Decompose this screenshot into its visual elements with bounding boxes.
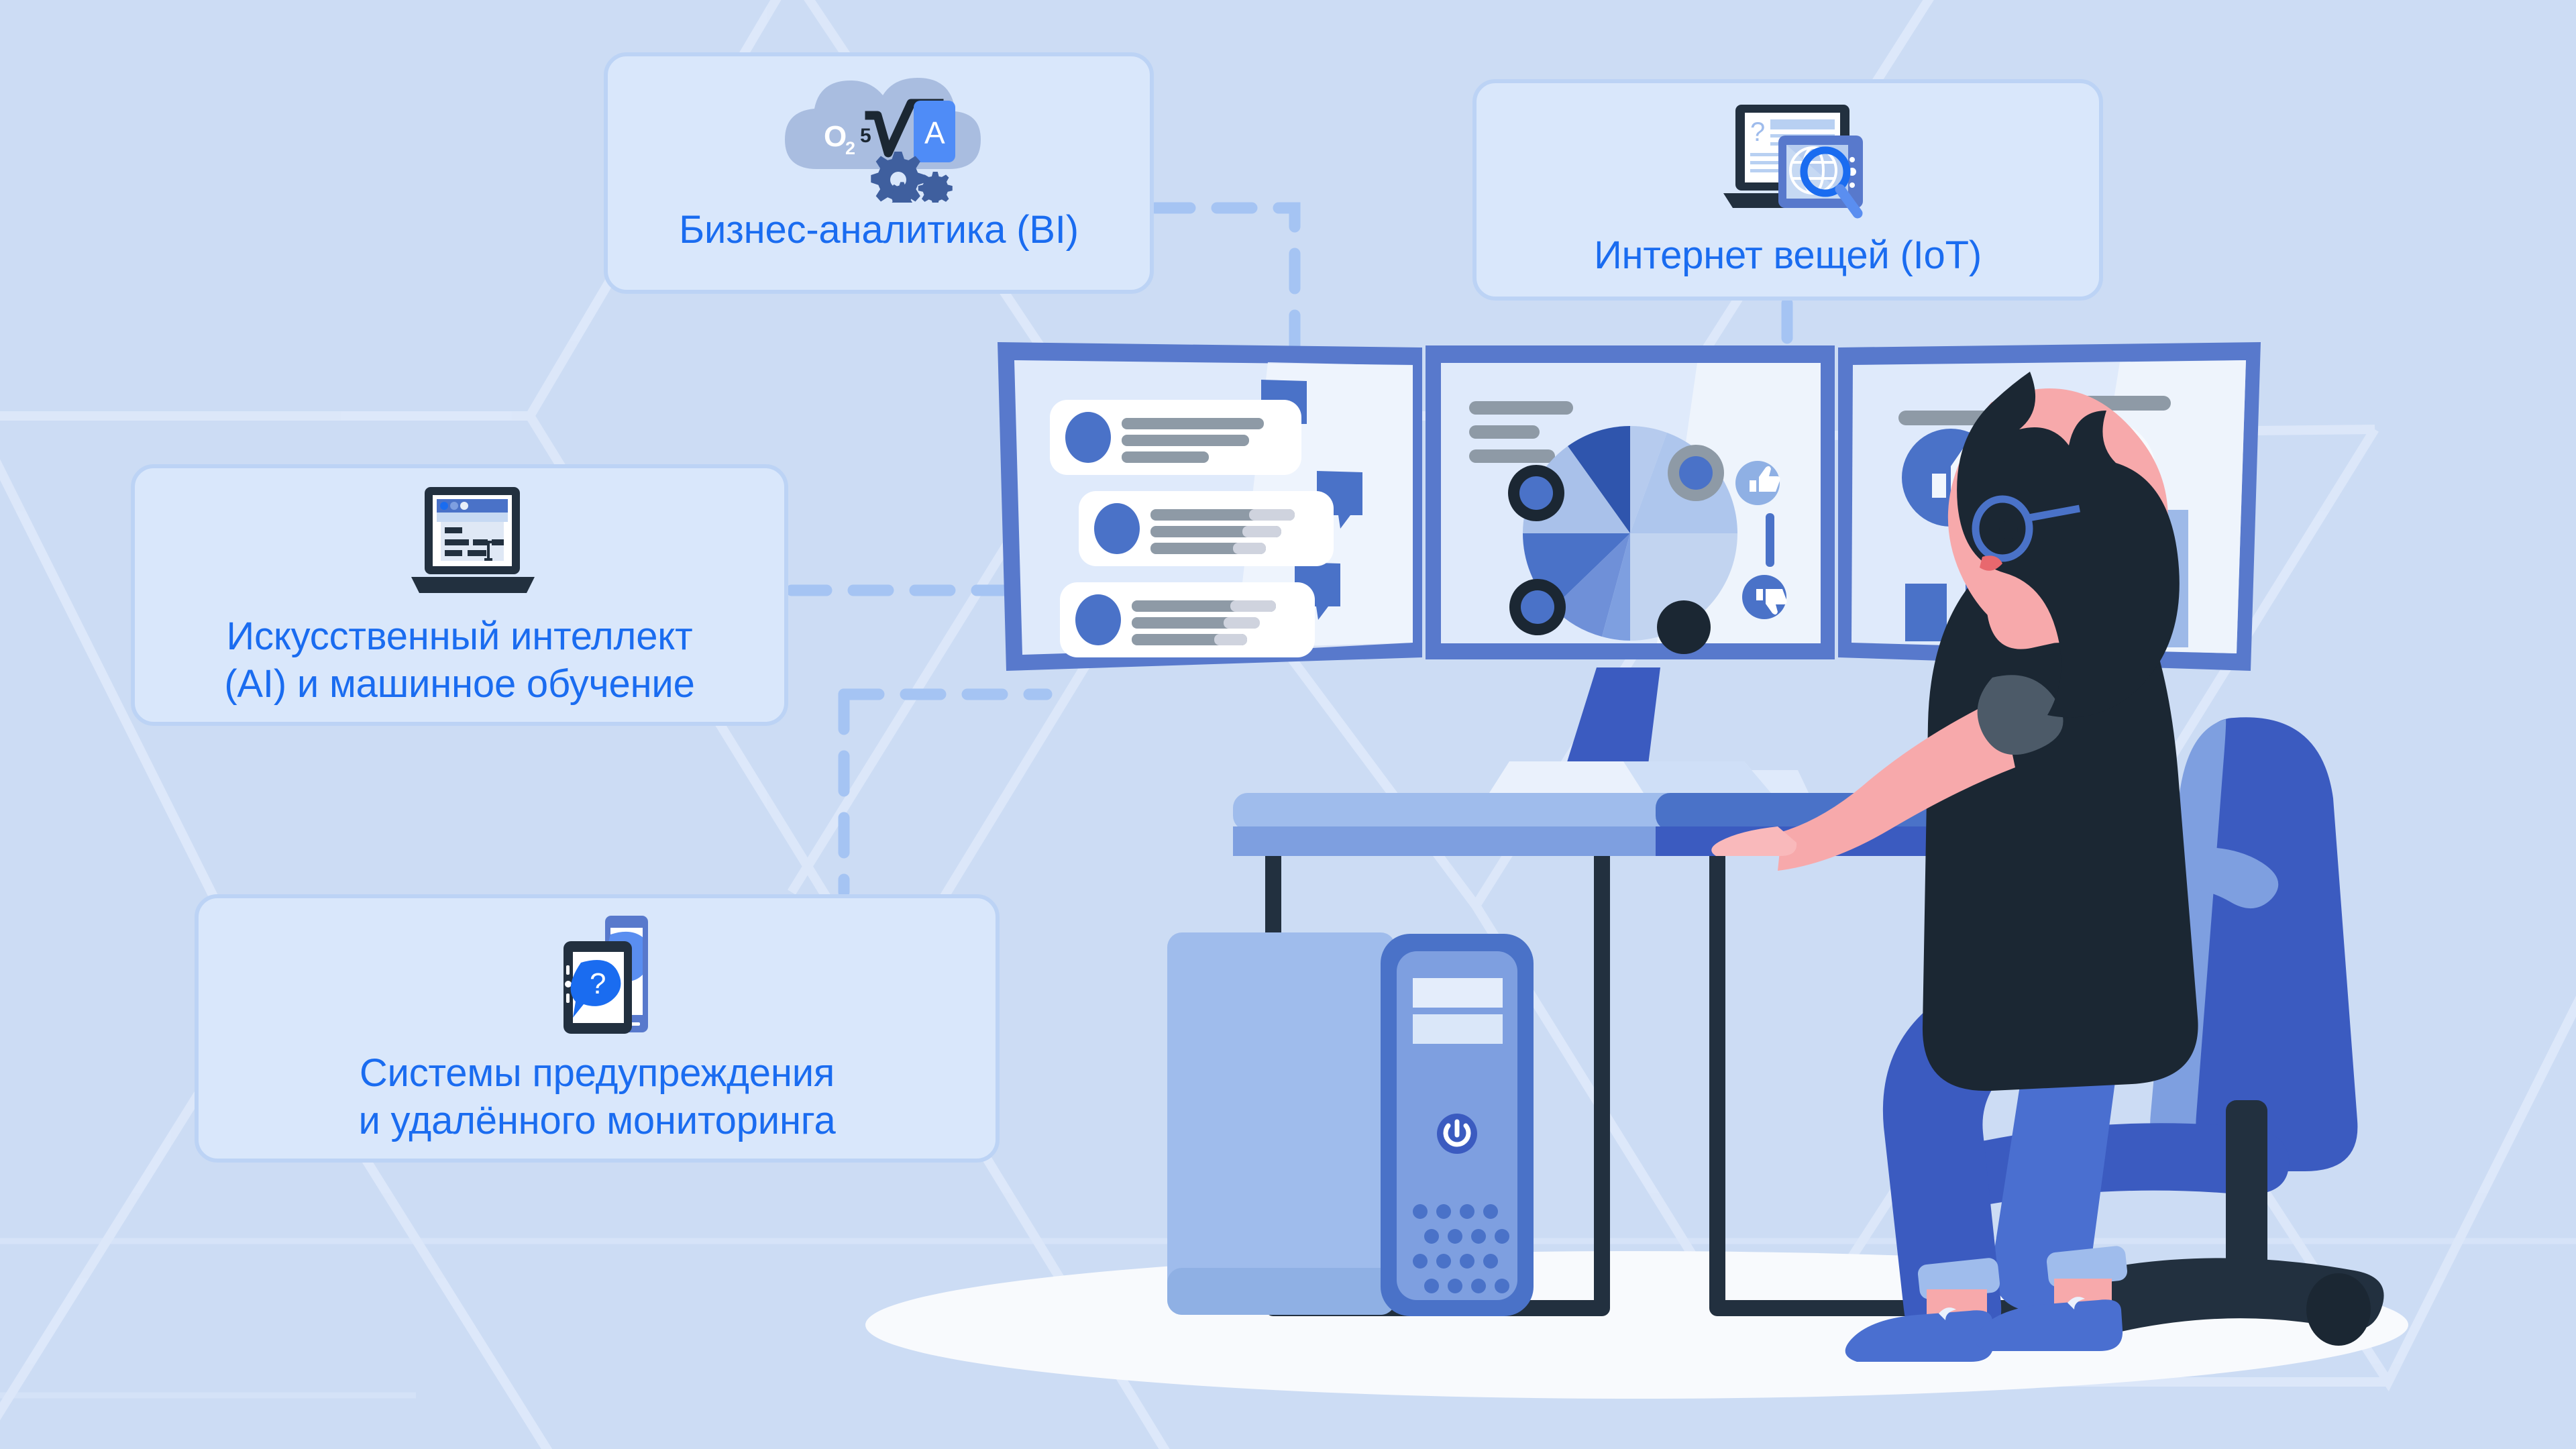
svg-text:2: 2 xyxy=(845,138,855,158)
avatar xyxy=(1075,594,1121,645)
letter-a-card xyxy=(914,101,955,162)
tablet-phone-alert-icon: ? xyxy=(463,910,731,1042)
card-rm-label-line1: Системы предупреждения xyxy=(359,1051,835,1095)
shoe xyxy=(1975,1299,2123,1351)
arm xyxy=(1778,698,2015,871)
card-ai-label-line2: (AI) и машинное обучение xyxy=(224,661,695,706)
card-ai-label-line1: Искусственный интеллект xyxy=(226,614,693,658)
pie-chart xyxy=(1523,426,1737,641)
sleeve-cuff xyxy=(1977,675,2063,755)
cloud-analytics-icon: O 2 5 A xyxy=(745,68,1013,203)
monitor-neck xyxy=(1563,667,1660,775)
connector-bi xyxy=(1149,202,1301,382)
text-cursor-icon xyxy=(484,541,492,561)
svg-text:O: O xyxy=(824,120,847,153)
card-internet-of-things[interactable]: ? xyxy=(1472,79,2103,301)
pie-overlay-dots xyxy=(1508,445,1724,654)
connector-lines xyxy=(786,202,1793,898)
separator-bar xyxy=(1766,513,1774,567)
chat-card xyxy=(1060,582,1315,657)
laptop-code-editor-icon xyxy=(325,480,594,608)
svg-text:5: 5 xyxy=(860,125,871,147)
card-ai-label: Искусственный интеллект (AI) и машинное … xyxy=(135,613,784,708)
mouth xyxy=(1980,555,2002,571)
chair-column xyxy=(2226,1100,2267,1301)
screen-text-line xyxy=(1469,425,1540,439)
hand xyxy=(1711,826,1797,856)
card-bi-label: Бизнес-аналитика (BI) xyxy=(679,208,1079,252)
svg-text:?: ? xyxy=(590,967,606,1000)
trouser-cuff xyxy=(2046,1246,2128,1287)
monitor-center xyxy=(1426,345,1835,659)
chat-card xyxy=(1050,400,1301,475)
question-bubble xyxy=(570,960,621,1018)
glasses xyxy=(1972,495,2080,562)
laptop-base xyxy=(411,577,535,593)
caster xyxy=(2306,1273,2371,1346)
svg-text:?: ? xyxy=(1750,117,1765,147)
drive-bay-top xyxy=(1413,978,1503,1008)
laptop-globe-search-icon: ? xyxy=(1654,95,1922,223)
thumb-down-icon xyxy=(1742,575,1787,619)
chair-base xyxy=(2061,1258,2384,1337)
vent-dots xyxy=(1413,1204,1509,1293)
svg-text:A: A xyxy=(924,115,945,150)
screen-text-line xyxy=(1469,449,1555,463)
pc-tower xyxy=(1167,932,1534,1316)
gears-icon xyxy=(871,152,953,203)
drive-bay-bottom xyxy=(1413,1014,1503,1044)
hair xyxy=(1957,372,2180,718)
thumb-up-icon xyxy=(1735,461,1780,505)
card-rm-label-line2: и удалённого мониторинга xyxy=(358,1098,836,1142)
shoe xyxy=(1845,1310,1994,1362)
trouser-cuff xyxy=(1917,1258,2000,1299)
card-remote-monitoring[interactable]: ? Системы предупреждения и удалённого мо… xyxy=(195,894,1000,1163)
card-iot-label: Интернет вещей (IoT) xyxy=(1594,233,1982,277)
chat-card xyxy=(1079,491,1334,566)
person xyxy=(1711,372,2198,1362)
magnifier-icon xyxy=(1800,146,1863,219)
avatar xyxy=(1094,503,1140,554)
card-business-intelligence[interactable]: O 2 5 A Бизнес-аналитика (BI) xyxy=(604,52,1154,294)
card-artificial-intelligence[interactable]: Искусственный интеллект (AI) и машинное … xyxy=(131,464,788,726)
screen-text-line xyxy=(1469,401,1573,415)
monitor-left xyxy=(998,342,1422,671)
keyboard xyxy=(1489,761,1771,793)
card-remote-monitoring-label: Системы предупреждения и удалённого мони… xyxy=(199,1050,996,1145)
power-button xyxy=(1437,1114,1477,1154)
eye xyxy=(1999,521,2018,539)
avatar xyxy=(1065,412,1111,463)
